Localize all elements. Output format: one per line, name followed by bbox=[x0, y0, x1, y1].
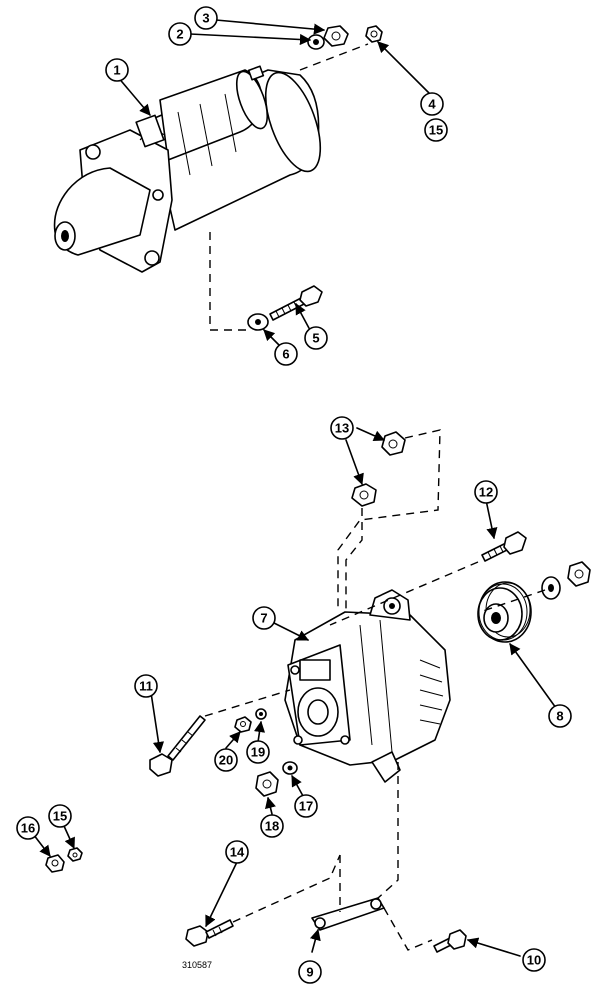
svg-text:19: 19 bbox=[251, 745, 265, 760]
svg-text:15: 15 bbox=[53, 809, 67, 824]
svg-text:6: 6 bbox=[282, 347, 289, 362]
callout-8: 8 bbox=[548, 704, 572, 728]
callout-19: 19 bbox=[246, 740, 270, 764]
assembly-line bbox=[337, 429, 441, 612]
callout-1: 1 bbox=[105, 58, 129, 82]
svg-text:4: 4 bbox=[428, 97, 436, 112]
bracket-9 bbox=[311, 897, 385, 931]
callout-20: 20 bbox=[214, 748, 238, 772]
svg-text:8: 8 bbox=[556, 709, 563, 724]
callout-16: 16 bbox=[16, 816, 40, 840]
washer-6 bbox=[247, 313, 269, 331]
svg-text:10: 10 bbox=[527, 953, 541, 968]
washer-pulley bbox=[541, 576, 561, 600]
nut-13-lower bbox=[351, 483, 377, 507]
callout-14: 14 bbox=[225, 840, 249, 864]
svg-text:15: 15 bbox=[429, 123, 443, 138]
svg-text:11: 11 bbox=[139, 679, 153, 694]
assembly-line bbox=[299, 43, 369, 71]
callout-9: 9 bbox=[298, 960, 322, 984]
svg-text:13: 13 bbox=[335, 421, 349, 436]
callout-3: 3 bbox=[194, 6, 218, 30]
svg-text:3: 3 bbox=[202, 11, 209, 26]
assembly-line bbox=[204, 689, 291, 717]
assembly-line bbox=[479, 589, 546, 613]
callout-11: 11 bbox=[134, 674, 158, 698]
nut-3 bbox=[323, 25, 349, 47]
nut-13-upper bbox=[381, 431, 406, 456]
nut-16 bbox=[45, 854, 65, 873]
starter-motor bbox=[53, 65, 322, 273]
nut-pulley bbox=[567, 561, 591, 587]
svg-text:9: 9 bbox=[306, 965, 313, 980]
assembly-line bbox=[232, 854, 341, 923]
callout-5: 5 bbox=[304, 326, 328, 350]
nut-15 bbox=[67, 847, 83, 862]
pulley-8 bbox=[477, 581, 532, 643]
nut-4 bbox=[365, 25, 383, 43]
assembly-line bbox=[209, 232, 248, 331]
assembly-line bbox=[345, 508, 363, 612]
lock-washer-2 bbox=[307, 34, 325, 50]
bolt-5 bbox=[269, 285, 323, 321]
drawing-code: 310587 bbox=[182, 960, 212, 970]
washer-19 bbox=[255, 708, 267, 720]
svg-text:12: 12 bbox=[479, 485, 493, 500]
callout-leaders bbox=[29, 19, 557, 957]
nut-18 bbox=[255, 771, 279, 797]
callout-15-upper: 15 bbox=[424, 118, 448, 142]
svg-text:14: 14 bbox=[230, 845, 245, 860]
alternator bbox=[284, 589, 451, 783]
callout-2: 2 bbox=[168, 22, 192, 46]
nut-20 bbox=[234, 716, 252, 733]
svg-text:7: 7 bbox=[260, 611, 267, 626]
callout-10: 10 bbox=[522, 948, 546, 972]
callout-6: 6 bbox=[274, 342, 298, 366]
callout-13: 13 bbox=[330, 416, 354, 440]
bolt-12 bbox=[481, 531, 527, 562]
bolt-11 bbox=[149, 715, 206, 777]
assembly-line bbox=[383, 907, 433, 951]
callout-15-lower: 15 bbox=[48, 804, 72, 828]
callout-12: 12 bbox=[474, 480, 498, 504]
svg-text:2: 2 bbox=[176, 27, 183, 42]
svg-text:18: 18 bbox=[265, 819, 279, 834]
callout-18: 18 bbox=[260, 814, 284, 838]
assembly-line bbox=[377, 762, 399, 899]
svg-text:5: 5 bbox=[312, 331, 319, 346]
washer-17 bbox=[282, 761, 298, 775]
callout-4: 4 bbox=[420, 92, 444, 116]
callout-17: 17 bbox=[294, 794, 318, 818]
svg-text:20: 20 bbox=[219, 753, 233, 768]
svg-text:16: 16 bbox=[21, 821, 35, 836]
bolt-14 bbox=[185, 919, 234, 947]
svg-text:17: 17 bbox=[299, 799, 313, 814]
bolt-10 bbox=[433, 929, 467, 953]
svg-text:1: 1 bbox=[113, 63, 120, 78]
callout-7: 7 bbox=[252, 606, 276, 630]
